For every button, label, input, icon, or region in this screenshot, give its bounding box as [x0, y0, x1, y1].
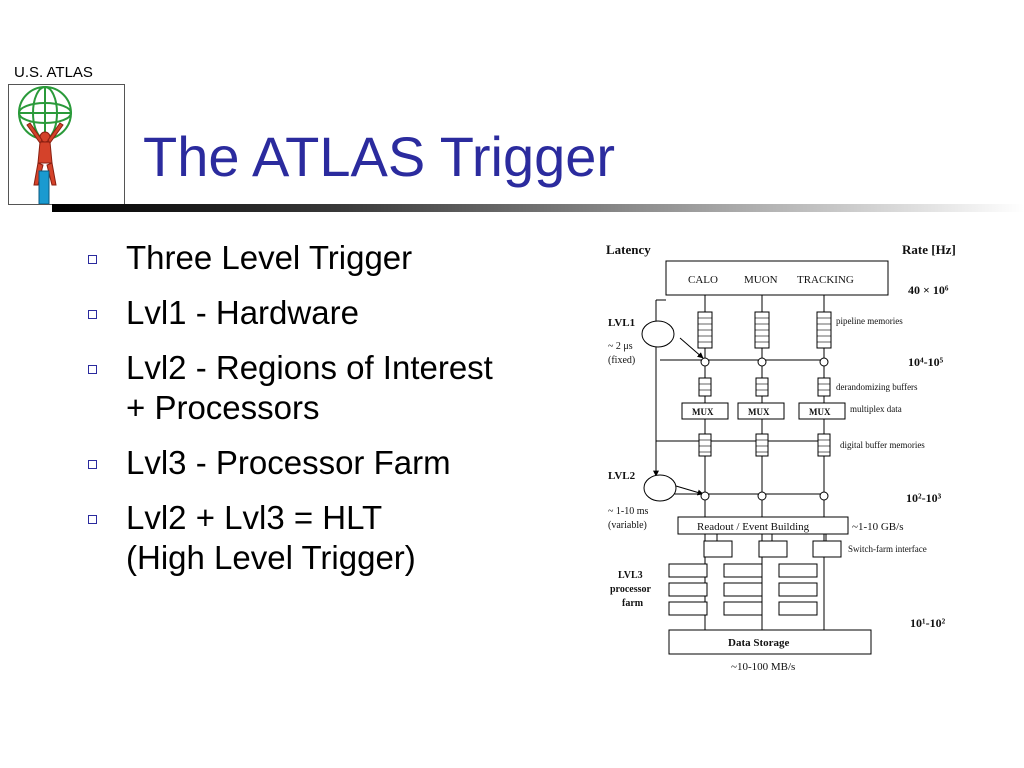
mux-label: MUX — [692, 407, 714, 417]
bullet-square-icon — [88, 460, 97, 469]
bullet-square-icon — [88, 365, 97, 374]
detector-box — [665, 260, 889, 296]
readout-box — [677, 516, 849, 535]
bullet-text: Lvl2 - Regions of Interest — [126, 349, 493, 386]
lvl1-processor — [641, 320, 675, 348]
bullet-list: Three Level Trigger Lvl1 - Hardware Lvl2… — [88, 238, 493, 593]
switch-interface-label: Switch-farm interface — [848, 544, 927, 554]
multiplex-label: multiplex data — [850, 404, 902, 414]
bullet-item: Lvl3 - Processor Farm — [88, 443, 493, 483]
bullet-square-icon — [88, 515, 97, 524]
lvl2-processor — [643, 474, 677, 502]
title-divider — [52, 204, 1024, 212]
lvl1-time: ~ 2 μs — [608, 341, 633, 352]
detector-calo: CALO — [688, 274, 718, 286]
lvl2-time: ~ 1-10 ms — [608, 506, 649, 517]
detector-tracking: TRACKING — [797, 274, 854, 286]
bullet-text: Lvl1 - Hardware — [126, 294, 359, 331]
pipeline-label: pipeline memories — [836, 316, 903, 326]
data-storage-label: Data Storage — [728, 637, 790, 649]
storage-bandwidth: ~10-100 MB/s — [731, 661, 795, 673]
rate-lvl3-output: 10¹-10² — [910, 616, 946, 630]
lvl1-note: (fixed) — [608, 355, 635, 366]
bullet-item: Three Level Trigger — [88, 238, 493, 278]
farm-processor — [668, 563, 818, 616]
derandomizing-label: derandomizing buffers — [836, 382, 918, 392]
detector-muon: MUON — [744, 274, 778, 286]
data-storage-box — [668, 629, 872, 655]
mux-label: MUX — [748, 407, 770, 417]
bullet-item: Lvl2 - Regions of Interest+ Processors — [88, 348, 493, 428]
bullet-item: Lvl2 + Lvl3 = HLT(High Level Trigger) — [88, 498, 493, 578]
bullet-text: Three Level Trigger — [126, 239, 413, 276]
rate-lvl1-output: 10⁴-10⁵ — [908, 355, 944, 369]
lvl3-label-processor: processor — [610, 584, 651, 595]
switch-node — [700, 357, 829, 501]
atlas-logo — [8, 84, 125, 205]
digital-buffer-label: digital buffer memories — [840, 440, 925, 450]
mux-label: MUX — [809, 407, 831, 417]
lvl2-label: LVL2 — [608, 470, 636, 482]
bullet-text: Lvl2 + Lvl3 = HLT — [126, 499, 383, 536]
switch-interface-box — [703, 540, 842, 558]
lvl2-note: (variable) — [608, 520, 647, 531]
bullet-item: Lvl1 - Hardware — [88, 293, 493, 333]
bullet-square-icon — [88, 310, 97, 319]
rate-lvl2-output: 10²-10³ — [906, 491, 942, 505]
bullet-text-continued: + Processors — [126, 389, 320, 426]
rate-header: Rate [Hz] — [902, 242, 956, 257]
latency-header: Latency — [606, 242, 651, 257]
logo-label: U.S. ATLAS — [14, 64, 93, 81]
bullet-text: Lvl3 - Processor Farm — [126, 444, 451, 481]
lvl1-label: LVL1 — [608, 317, 635, 329]
readout-bandwidth: ~1-10 GB/s — [852, 521, 903, 533]
pipeline-memory — [697, 311, 832, 457]
mux-box — [681, 402, 846, 420]
lvl3-label-farm: farm — [622, 598, 644, 609]
trigger-diagram: Latency Rate [Hz] CALO MUON TRACKING 40 … — [606, 242, 956, 673]
lvl3-label: LVL3 — [618, 570, 643, 581]
slide-title: The ATLAS Trigger — [143, 125, 616, 188]
readout-label: Readout / Event Building — [697, 521, 810, 533]
atlas-figure-icon — [18, 86, 72, 205]
rate-lvl1-input: 40 × 10⁶ — [908, 283, 949, 297]
bullet-square-icon — [88, 255, 97, 264]
bullet-text-continued: (High Level Trigger) — [126, 539, 416, 576]
